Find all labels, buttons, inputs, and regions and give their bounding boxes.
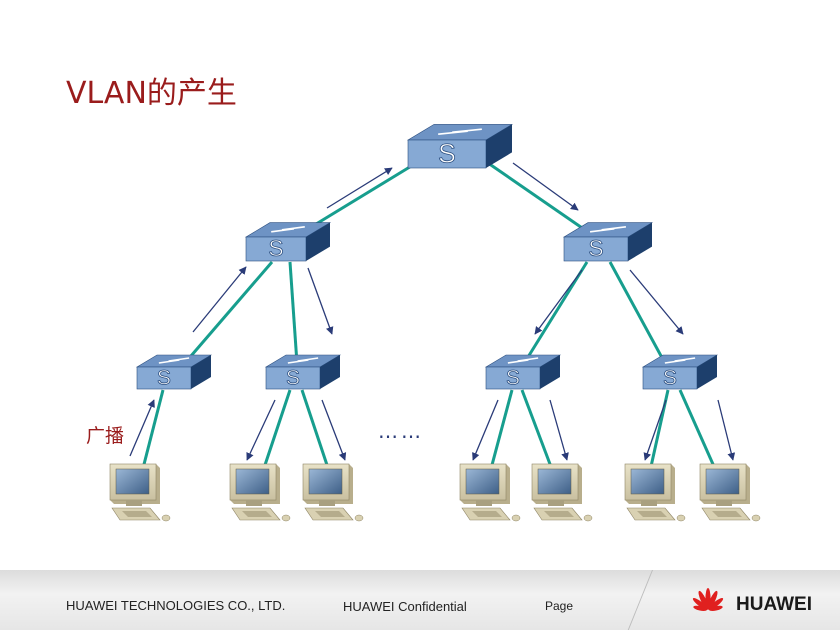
switch-dist-right: S (562, 222, 654, 262)
arrow-down-1 (512, 162, 579, 211)
switch-label: S (506, 367, 520, 390)
ellipsis: …… (378, 419, 424, 443)
computer-5 (531, 463, 593, 522)
switch-label: S (588, 235, 603, 261)
switch-access-1: S (135, 354, 213, 390)
arrow-up-1 (129, 399, 155, 457)
broadcast-label: 广播 (86, 425, 125, 447)
link-top-right (487, 161, 589, 234)
computer-7 (699, 463, 761, 522)
switch-label: S (663, 367, 677, 390)
arrow-up-3 (326, 167, 393, 209)
computer-1 (109, 463, 171, 522)
arrow-down-7 (472, 399, 499, 461)
huawei-logo: HUAWEI (688, 588, 818, 618)
footer-divider (627, 570, 653, 630)
arrow-down-6 (321, 399, 347, 461)
switch-label: S (268, 235, 283, 261)
switch-label: S (438, 138, 456, 168)
arrow-down-5 (246, 399, 276, 461)
slide-title: VLAN的产生 (66, 76, 237, 111)
arrow-down-10 (717, 399, 736, 461)
arrow-up-2 (192, 266, 247, 333)
broadcast-arrows (129, 162, 736, 461)
switch-label: S (157, 367, 171, 390)
switch-core: S (406, 124, 514, 169)
computer-3 (302, 463, 364, 522)
link-top-left (302, 163, 414, 234)
network-diagram: S S S S S S S (109, 124, 761, 522)
footer-page: Page (545, 599, 574, 613)
footer-confidential: HUAWEI Confidential (343, 599, 467, 614)
switch-access-3: S (484, 354, 562, 390)
links (138, 161, 722, 481)
footer: HUAWEI TECHNOLOGIES CO., LTD. HUAWEI Con… (0, 570, 840, 630)
arrow-down-9 (643, 399, 667, 461)
switch-access-4: S (641, 354, 719, 390)
footer-company: HUAWEI TECHNOLOGIES CO., LTD. (66, 598, 286, 613)
switch-dist-left: S (244, 222, 332, 262)
computer-6 (624, 463, 686, 522)
huawei-flower-icon (692, 588, 724, 611)
computer-4 (459, 463, 521, 522)
switch-label: S (286, 367, 300, 390)
switch-access-2: S (264, 354, 342, 390)
computer-2 (229, 463, 291, 522)
huawei-logo-text: HUAWEI (736, 594, 812, 615)
arrow-down-8 (549, 399, 569, 461)
arrow-down-3 (534, 269, 583, 335)
arrow-down-4 (629, 269, 684, 335)
arrow-down-2 (307, 267, 334, 335)
